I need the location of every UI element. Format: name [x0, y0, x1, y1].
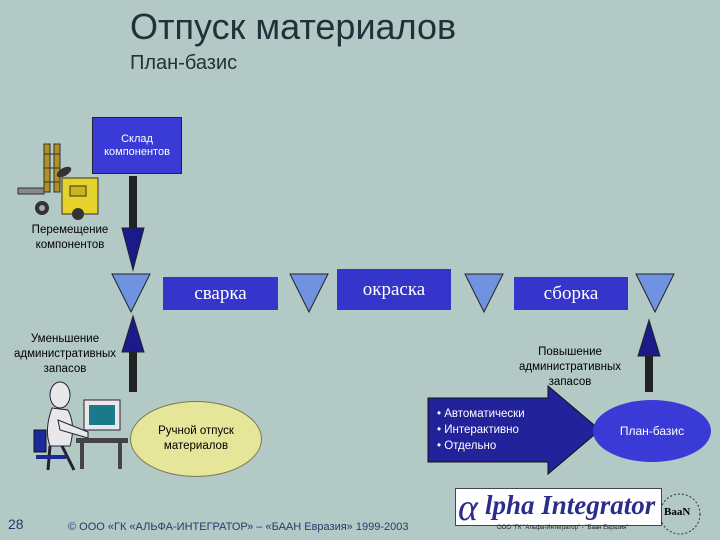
- note-peremeshenie: Перемещение компонентов: [10, 223, 130, 253]
- triangle-icon: [289, 273, 329, 314]
- auto-item: • Отдельно: [437, 440, 497, 452]
- up-arrow-icon: [637, 318, 661, 392]
- note-povyshenie-text: Повышение административных запасов: [519, 346, 621, 388]
- auto-features-list: • Автоматически • Интерактивно • Отдельн…: [437, 406, 525, 454]
- page-number: 28: [8, 516, 24, 532]
- up-arrow-icon: [121, 314, 145, 392]
- triangle-icon: [464, 273, 504, 314]
- auto-item: • Интерактивно: [437, 424, 519, 436]
- note-povyshenie: Повышение административных запасов: [505, 345, 635, 390]
- forklift-icon: [17, 143, 99, 220]
- logo-alpha-glyph: α: [458, 487, 478, 529]
- note-umenshenie-text: Уменьшение административных запасов: [14, 333, 116, 375]
- page-title: Отпуск материалов: [130, 6, 457, 47]
- auto-item: • Автоматически: [437, 408, 525, 420]
- right-arrow-shape: [427, 384, 601, 476]
- logo-caption: ООО "ГК "Альфа-Интегратор" - "Баан Евраз…: [497, 525, 629, 531]
- triangle-icon: [635, 273, 675, 314]
- down-arrow-icon: [121, 176, 145, 272]
- triangle-icon: [111, 273, 151, 314]
- node-manual-release: Ручной отпуск материалов: [130, 401, 262, 477]
- baan-seal-logo: [659, 493, 701, 535]
- copyright-text: © ООО «ГК «АЛЬФА-ИНТЕГРАТОР» – «БААН Евр…: [68, 521, 409, 533]
- node-plan-basis: План-базис: [593, 400, 711, 462]
- node-manual-text: Ручной отпуск материалов: [158, 425, 234, 452]
- node-okraska: окраска: [337, 269, 451, 310]
- user-at-computer-icon: [33, 381, 128, 471]
- logo-text: lpha Integrator: [485, 490, 656, 520]
- page-subtitle: План-базис: [130, 52, 238, 74]
- note-umenshenie: Уменьшение административных запасов: [0, 332, 130, 377]
- node-svarka: сварка: [163, 277, 278, 310]
- baan-logo-text: BaaN: [664, 506, 691, 518]
- node-sklad: Склад компонентов: [92, 117, 182, 174]
- alpha-integrator-logo: [455, 488, 662, 526]
- node-sborka: сборка: [514, 277, 628, 310]
- note-peremeshenie-text: Перемещение компонентов: [31, 224, 109, 251]
